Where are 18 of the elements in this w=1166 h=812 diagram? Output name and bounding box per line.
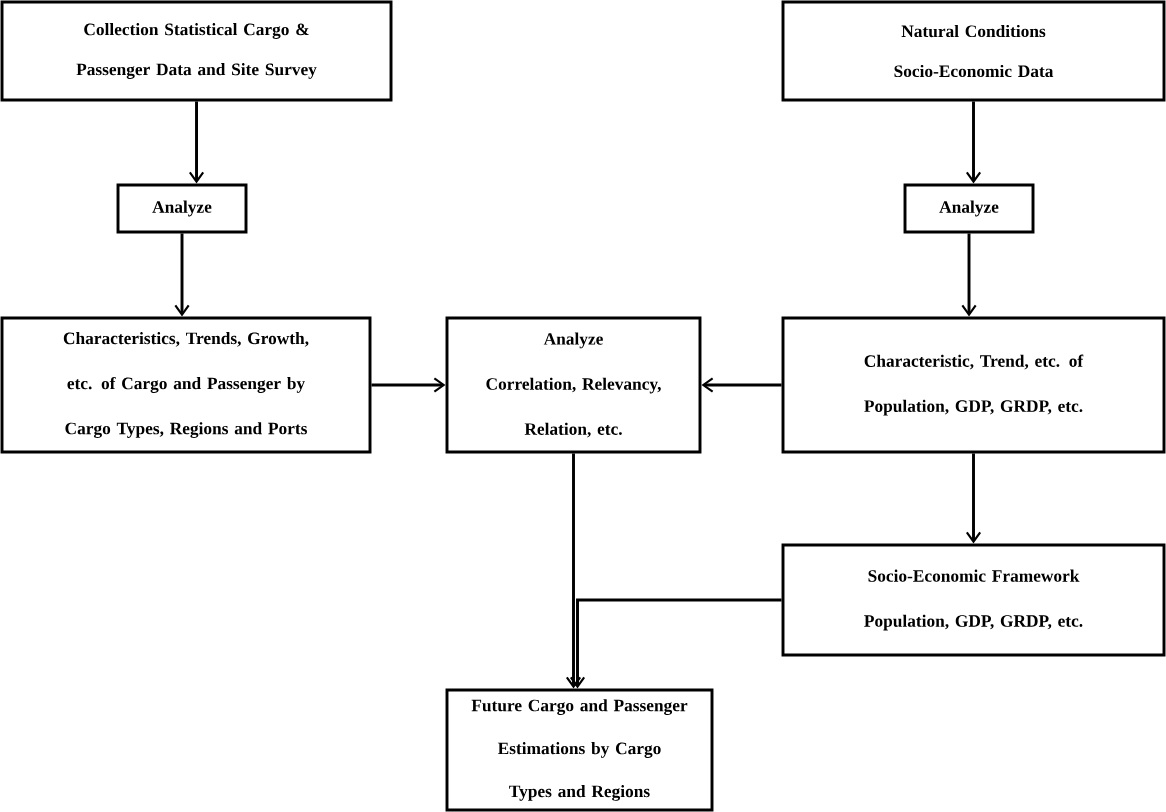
arrow xyxy=(965,453,982,544)
arrow xyxy=(965,101,982,184)
arrow xyxy=(961,233,977,317)
process-box: Characteristics, Trends, Growth, etc. of Cargo and Passenger by Cargo Types, Regions and Ports xyxy=(0,316,372,454)
process-box: Future Cargo and Passenger Estimations by Cargo Types and Regions xyxy=(445,688,714,812)
arrow xyxy=(565,453,582,689)
process-box: Characteristic, Trend, etc. of Population, GDP, GRDP, etc. xyxy=(781,316,1166,454)
arrow xyxy=(569,598,782,689)
process-box: Analyze xyxy=(903,183,1035,234)
process-box: Analyze Correlation, Relevancy, Relation, etc. xyxy=(445,316,702,454)
arrow xyxy=(371,377,446,393)
process-box: Analyze xyxy=(116,183,248,234)
arrow xyxy=(701,377,782,393)
arrow xyxy=(189,101,205,184)
process-box: Collection Statistical Cargo & Passenger Data and Site Survey xyxy=(0,0,393,102)
process-box: Socio-Economic Framework Population, GDP, GRDP, etc. xyxy=(781,543,1166,657)
process-box: Natural Conditions Socio-Economic Data xyxy=(781,0,1166,102)
arrow xyxy=(174,233,190,317)
